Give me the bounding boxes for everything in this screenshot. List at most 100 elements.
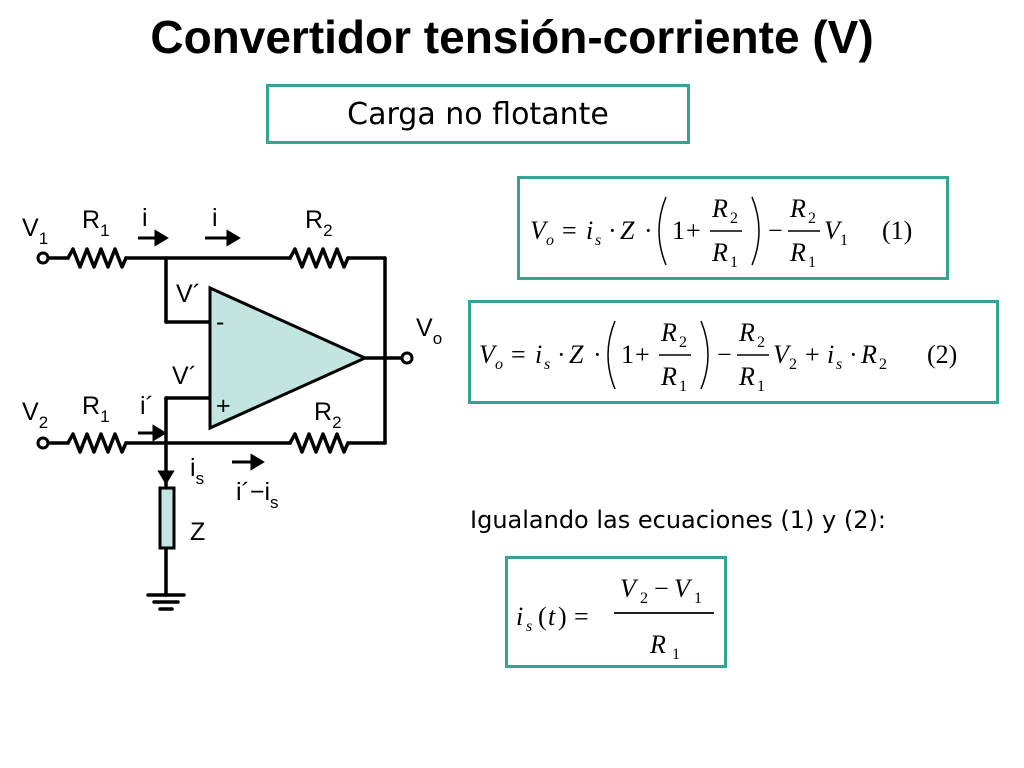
svg-text:R: R <box>738 362 755 391</box>
svg-text:o: o <box>546 232 554 249</box>
subtitle-text: Carga no flotante <box>347 96 609 132</box>
label-iprime-minus-is: i´−is <box>236 478 279 512</box>
label-v-prime-top: V´ <box>176 280 201 308</box>
svg-text:1: 1 <box>808 254 816 271</box>
svg-text:(: ( <box>538 602 547 631</box>
resistor-r2-bottom <box>288 432 350 454</box>
terminal-vo <box>400 351 414 365</box>
svg-text:·: · <box>608 216 617 245</box>
load-z <box>158 486 176 550</box>
svg-text:s: s <box>526 618 532 635</box>
igualando-text: Igualando las ecuaciones (1) y (2): <box>470 506 886 534</box>
page-title: Convertidor tensión-corriente (V) <box>150 11 874 63</box>
label-i-prime: i´ <box>140 392 154 420</box>
svg-text:+: + <box>805 340 820 369</box>
resistor-r1-top <box>66 247 128 269</box>
label-r2-bottom: R2 <box>314 398 342 432</box>
svg-text:R: R <box>860 340 877 369</box>
svg-text:V: V <box>773 340 792 369</box>
svg-text:R: R <box>711 194 728 223</box>
svg-text:V: V <box>530 216 549 245</box>
svg-text:−: − <box>654 574 669 603</box>
arrow-iprime-head <box>152 424 167 442</box>
svg-text:R: R <box>738 318 755 347</box>
label-i-left: i <box>142 204 148 232</box>
svg-text:R: R <box>660 362 677 391</box>
svg-text:2: 2 <box>679 334 687 351</box>
resistor-r2-top <box>288 247 350 269</box>
svg-text:2: 2 <box>730 210 738 227</box>
svg-text:·: · <box>644 216 653 245</box>
label-v2: V2 <box>22 398 48 432</box>
svg-text:V: V <box>479 340 498 369</box>
svg-text:·: · <box>849 340 858 369</box>
svg-text:s: s <box>595 232 601 249</box>
svg-text:1: 1 <box>757 378 765 395</box>
resistor-r1-bottom <box>66 432 128 454</box>
label-v1: V1 <box>22 214 48 248</box>
svg-text:i: i <box>827 340 834 369</box>
arrow-iprime-is-head <box>250 453 265 471</box>
svg-text:1: 1 <box>672 216 685 245</box>
svg-text:=: = <box>562 216 577 245</box>
svg-text:·: · <box>593 340 602 369</box>
svg-text:·: · <box>557 340 566 369</box>
svg-text:i: i <box>586 216 593 245</box>
svg-text:+: + <box>686 216 701 245</box>
svg-text:2: 2 <box>640 590 648 607</box>
svg-text:−: − <box>768 216 783 245</box>
label-minus: - <box>216 308 224 336</box>
svg-text:2: 2 <box>757 334 765 351</box>
svg-text:−: − <box>717 340 732 369</box>
label-v-prime-bot: V´ <box>172 362 197 390</box>
label-z: Z <box>190 518 205 546</box>
svg-text:s: s <box>544 356 550 373</box>
svg-text:R: R <box>711 238 728 267</box>
svg-text:R: R <box>789 194 806 223</box>
svg-text:2: 2 <box>789 356 797 373</box>
svg-text:i: i <box>516 602 523 631</box>
svg-text:2: 2 <box>879 356 887 373</box>
subtitle-box: Carga no flotante <box>266 84 690 144</box>
label-vo: Vo <box>416 314 442 348</box>
svg-text:V: V <box>620 574 639 603</box>
label-is: is <box>190 454 204 488</box>
arrow-i-right-head <box>226 229 241 247</box>
label-plus: + <box>216 392 231 420</box>
svg-text:1: 1 <box>840 232 848 249</box>
svg-text:t: t <box>548 602 556 631</box>
svg-text:s: s <box>836 356 842 373</box>
svg-text:R: R <box>789 238 806 267</box>
circuit-diagram: V1 R1 i i R2 V´ - Vo V´ + V2 R1 i´ R2 is… <box>22 204 442 611</box>
svg-text:Z: Z <box>569 340 584 369</box>
svg-text:=: = <box>574 602 589 631</box>
label-r2-top: R2 <box>305 206 333 240</box>
svg-text:1: 1 <box>694 590 702 607</box>
arrow-i-left-head <box>154 229 169 247</box>
svg-text:V: V <box>824 216 843 245</box>
svg-text:1: 1 <box>621 340 634 369</box>
svg-text:R: R <box>660 318 677 347</box>
label-i-right: i <box>212 204 218 232</box>
svg-text:R: R <box>649 630 666 659</box>
svg-text:1: 1 <box>679 378 687 395</box>
svg-text:1: 1 <box>672 646 680 663</box>
opamp-triangle <box>208 285 369 431</box>
equation-2-number: (2) <box>927 340 957 369</box>
svg-text:1: 1 <box>730 254 738 271</box>
label-r1-bottom: R1 <box>82 392 110 426</box>
terminal-v1 <box>36 251 50 265</box>
svg-text:=: = <box>511 340 526 369</box>
svg-text:o: o <box>495 356 503 373</box>
svg-text:+: + <box>635 340 650 369</box>
svg-text:): ) <box>558 602 567 631</box>
svg-text:Z: Z <box>620 216 635 245</box>
svg-text:2: 2 <box>808 210 816 227</box>
terminal-v2 <box>36 436 50 450</box>
